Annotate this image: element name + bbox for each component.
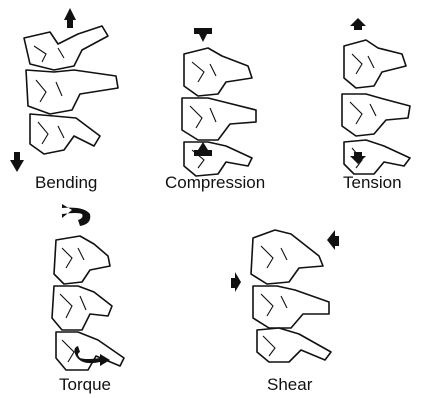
- rotate-left-icon: [62, 204, 90, 226]
- arrow-down-icon: [10, 152, 24, 172]
- arrow-up-icon: [64, 8, 76, 28]
- spine-segment-bending: [0, 0, 140, 200]
- panel-compression: Compression: [150, 0, 300, 200]
- label-shear: Shear: [267, 375, 312, 395]
- spine-segment-torque: [0, 200, 150, 398]
- label-torque: Torque: [59, 375, 111, 395]
- label-bending: Bending: [35, 173, 97, 193]
- spine-segment-shear: [225, 200, 365, 398]
- panel-tension: Tension: [330, 0, 431, 200]
- arrow-down-icon: [194, 28, 212, 42]
- arrow-right-icon: [231, 272, 241, 292]
- panel-bending: Bending: [0, 0, 140, 200]
- label-compression: Compression: [165, 173, 265, 193]
- spine-segment-tension: [330, 0, 431, 200]
- panel-shear: Shear: [225, 200, 365, 398]
- arrow-left-icon: [327, 230, 339, 250]
- arrow-up-icon: [350, 18, 366, 30]
- label-tension: Tension: [343, 173, 402, 193]
- panel-torque: Torque: [0, 200, 150, 398]
- spine-segment-compression: [150, 0, 300, 200]
